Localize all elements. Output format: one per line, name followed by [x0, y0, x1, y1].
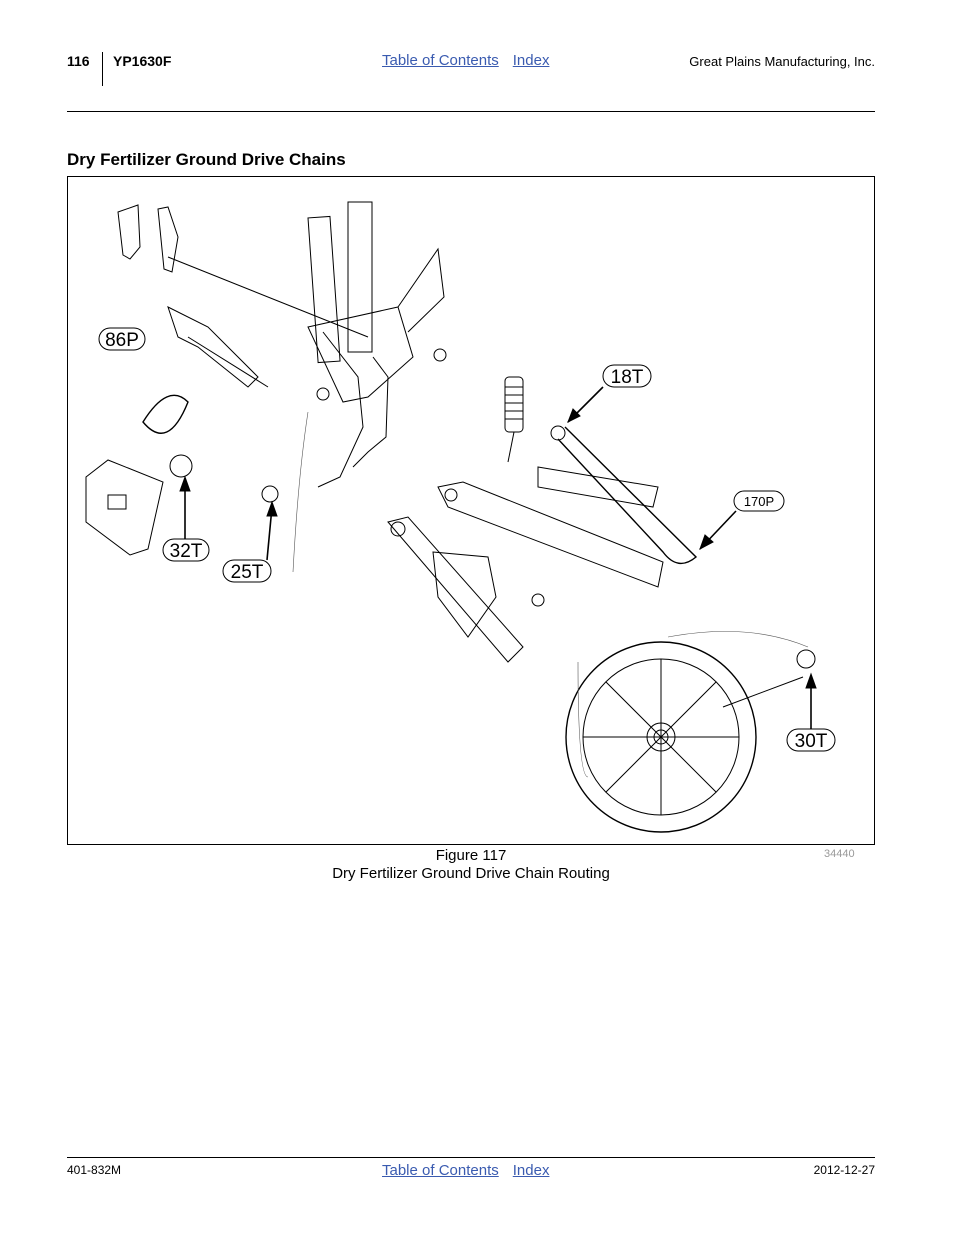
- sprocket-25t: [261, 485, 279, 503]
- callout-32t: 32T: [162, 475, 210, 562]
- callout-25t: 25T: [222, 500, 278, 583]
- header-divider: [102, 52, 103, 86]
- callout-30t-label: 30T: [795, 731, 828, 752]
- callout-30t: 30T: [786, 672, 836, 752]
- tensioner-spring: [504, 376, 524, 463]
- callout-18t: 18T: [567, 364, 652, 424]
- chain-86p: [142, 394, 189, 434]
- page-number: 116: [67, 53, 90, 69]
- footer-rule: [67, 1157, 875, 1158]
- callout-25t-label: 25T: [231, 562, 264, 583]
- callout-170p: 170P: [699, 490, 785, 551]
- footer-table-of-contents-link[interactable]: Table of Contents: [382, 1162, 499, 1179]
- table-of-contents-link[interactable]: Table of Contents: [382, 52, 499, 69]
- publication-date: 2012-12-27: [813, 1163, 875, 1177]
- chain-170p: [557, 426, 698, 565]
- callout-86p-label: 86P: [105, 330, 139, 351]
- ground-wheel-sprocket: [565, 641, 804, 833]
- figure-title: Dry Fertilizer Ground Drive Chain Routin…: [332, 865, 610, 882]
- drawing-id: 34440: [824, 848, 855, 860]
- sprocket-32t: [169, 454, 193, 478]
- document-number: 401-832M: [67, 1163, 122, 1177]
- footer-nav: Table of Contents Index: [382, 1162, 563, 1179]
- figure-number: Figure 117: [435, 847, 507, 864]
- gear-cover: [85, 459, 164, 556]
- callout-170p-label: 170P: [744, 494, 774, 509]
- upper-bracket-assembly: [117, 201, 447, 488]
- sprocket-30t: [796, 649, 816, 669]
- footer-index-link[interactable]: Index: [512, 1162, 550, 1179]
- callout-18t-label: 18T: [611, 367, 644, 388]
- index-link[interactable]: Index: [512, 52, 550, 69]
- figure-frame: 86P 18T 170P 32T 25T 30T: [67, 176, 875, 845]
- section-title: Dry Fertilizer Ground Drive Chains: [67, 150, 346, 169]
- callout-86p: 86P: [98, 327, 146, 351]
- model-name: YP1630F: [113, 53, 172, 69]
- company-name: Great Plains Manufacturing, Inc.: [689, 54, 875, 69]
- main-arm: [387, 466, 664, 663]
- exploded-parts-diagram: 86P 18T 170P 32T 25T 30T: [85, 201, 836, 833]
- sprocket-18t: [550, 425, 566, 441]
- header-rule: [67, 111, 875, 112]
- callout-32t-label: 32T: [170, 541, 203, 562]
- header-nav: Table of Contents Index: [382, 52, 563, 69]
- chain-routing: [292, 411, 809, 778]
